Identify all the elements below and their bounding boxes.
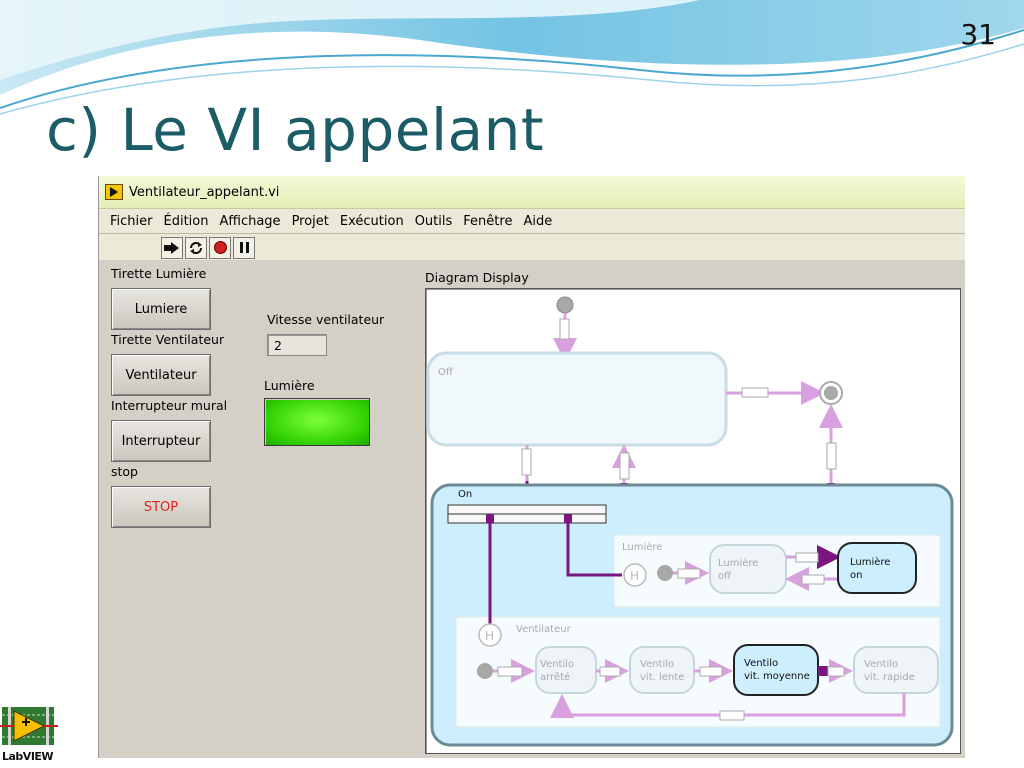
state-lumiere-on-line2: on — [850, 570, 862, 581]
menu-edition[interactable]: Édition — [163, 213, 209, 229]
lumiere-button[interactable]: Lumiere — [111, 288, 211, 330]
state-ventilo-arrete — [535, 646, 597, 694]
labview-logo-text: LabVIEW — [2, 750, 54, 763]
token-13 — [719, 710, 745, 721]
vitesse-indicator: 2 — [267, 334, 327, 356]
labview-window: Ventilateur_appelant.vi Fichier Édition … — [98, 176, 965, 758]
stop-label: stop — [111, 464, 138, 479]
final-node-inner — [824, 386, 838, 400]
labview-logo-icon — [0, 707, 58, 745]
slide-title: c) Le VI appelant — [46, 96, 545, 164]
state-ventilo-moyenne — [733, 644, 819, 696]
history-lumiere — [623, 563, 647, 587]
token-11 — [699, 666, 723, 677]
region-ventilateur-label: Ventilateur — [516, 624, 572, 635]
state-on-label: On — [458, 489, 472, 500]
state-ventilo-arrete-line2: arrêté — [540, 671, 570, 683]
state-ventilo-lente-line2: vit. lente — [640, 672, 684, 683]
history-ventilateur-label: H — [485, 629, 494, 643]
region-lumiere-label: Lumière — [622, 541, 662, 553]
token-7 — [795, 552, 819, 563]
state-ventilo-rapide — [853, 646, 939, 694]
token-8 — [801, 574, 825, 585]
menu-affichage[interactable]: Affichage — [219, 213, 281, 229]
pause-button[interactable] — [233, 236, 255, 259]
state-ventilo-arrete-line1: Ventilo — [540, 659, 574, 670]
toolbar — [99, 234, 965, 262]
wire-moyenne-stub — [818, 666, 828, 676]
state-ventilo-lente — [629, 646, 695, 694]
state-lumiere-off — [709, 544, 787, 594]
token-5 — [826, 442, 837, 470]
history-lumiere-label: H — [630, 569, 639, 583]
window-title: Ventilateur_appelant.vi — [129, 184, 280, 200]
state-lumiere-on-line1: Lumière — [850, 556, 890, 568]
token-12 — [827, 666, 845, 677]
wire-fork-lumiere — [566, 523, 622, 577]
state-ventilo-rapide-line1: Ventilo — [864, 659, 898, 670]
abort-button[interactable] — [209, 236, 231, 259]
run-continuous-icon — [190, 241, 202, 254]
vitesse-label: Vitesse ventilateur — [267, 312, 385, 327]
history-ventilateur — [478, 623, 502, 647]
state-ventilo-moyenne-line2: vit. moyenne — [744, 671, 810, 682]
slide-number: 31 — [960, 18, 996, 51]
run-continuous-button[interactable] — [185, 236, 207, 259]
menu-execution[interactable]: Exécution — [339, 213, 404, 229]
token-2 — [741, 387, 769, 398]
token-6 — [677, 568, 701, 579]
pause-icon — [239, 242, 249, 253]
diagram-display: Off On — [425, 288, 961, 754]
state-ventilo-moyenne-line1: Ventilo — [744, 658, 778, 669]
state-lumiere-on — [837, 542, 917, 594]
menu-fenetre[interactable]: Fenêtre — [463, 213, 513, 229]
initial-node-lumiere — [657, 565, 673, 581]
vi-icon — [105, 184, 123, 200]
tirette-lumiere-label: Tirette Lumière — [111, 266, 207, 281]
menu-projet[interactable]: Projet — [291, 213, 329, 229]
token-3 — [521, 448, 532, 476]
menu-fichier[interactable]: Fichier — [110, 213, 153, 229]
token-4 — [619, 452, 630, 480]
initial-node-ventilateur — [477, 663, 493, 679]
interrupteur-label: Interrupteur mural — [111, 398, 228, 413]
abort-icon — [213, 241, 227, 254]
state-ventilo-lente-line1: Ventilo — [640, 659, 674, 670]
lumiere-led — [264, 398, 370, 446]
header-swoosh — [0, 0, 1024, 115]
state-lumiere-off-line1: Lumière — [718, 557, 758, 569]
lumiere-indicator-label: Lumière — [264, 378, 315, 393]
initial-node-top — [556, 296, 574, 314]
token-10 — [599, 666, 621, 677]
token-1 — [559, 318, 570, 340]
state-ventilo-rapide-line2: vit. rapide — [864, 672, 915, 683]
window-titlebar: Ventilateur_appelant.vi — [99, 176, 965, 209]
menu-aide[interactable]: Aide — [523, 213, 553, 229]
fork-stub-1 — [486, 514, 494, 523]
state-off-label: Off — [438, 367, 454, 378]
stop-button[interactable]: STOP — [111, 486, 211, 528]
state-off — [426, 351, 728, 447]
diagram-display-label: Diagram Display — [425, 270, 529, 285]
front-panel: Tirette Lumière Lumiere Tirette Ventilat… — [99, 260, 965, 758]
ventilateur-button[interactable]: Ventilateur — [111, 354, 211, 396]
interrupteur-button[interactable]: Interrupteur — [111, 420, 211, 462]
fork-stub-2 — [564, 514, 572, 523]
menu-bar: Fichier Édition Affichage Projet Exécuti… — [99, 209, 965, 234]
token-9 — [497, 666, 523, 677]
run-arrow-icon — [164, 241, 179, 254]
run-button[interactable] — [161, 236, 183, 259]
statechart-diagram: Off On — [426, 296, 954, 747]
menu-outils[interactable]: Outils — [414, 213, 453, 229]
tirette-ventilateur-label: Tirette Ventilateur — [111, 332, 225, 347]
state-lumiere-off-line2: off — [718, 571, 732, 582]
